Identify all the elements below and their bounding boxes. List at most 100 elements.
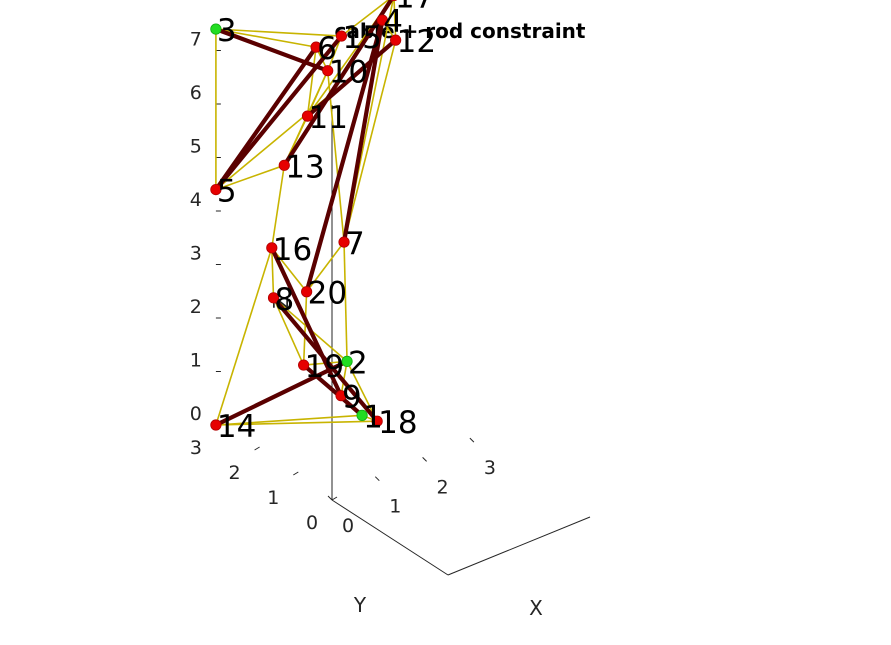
cable-line xyxy=(343,39,397,243)
node-marker xyxy=(310,41,322,53)
node-marker xyxy=(376,14,388,26)
node-label: 8 xyxy=(275,282,295,318)
node-marker xyxy=(266,242,278,254)
y-tick-label: 1 xyxy=(267,487,279,509)
z-tick-label: 0 xyxy=(190,403,202,425)
cable-line xyxy=(271,247,308,293)
node-label: 14 xyxy=(217,409,256,445)
node-label: 1 xyxy=(363,399,383,435)
node-marker xyxy=(267,292,280,304)
y-tick-mark xyxy=(254,446,260,451)
rod-line xyxy=(213,359,350,428)
cable-line xyxy=(306,47,317,117)
z-tick-label: 1 xyxy=(190,350,202,372)
node-marker xyxy=(210,184,222,196)
rod-line xyxy=(271,295,380,424)
x-tick-mark xyxy=(422,457,427,462)
z-tick-label: 4 xyxy=(190,189,202,211)
node-label: 12 xyxy=(397,24,436,60)
cable-line xyxy=(343,242,348,362)
node-label: 6 xyxy=(317,31,337,67)
fixed-node-marker xyxy=(210,23,222,35)
cable-line xyxy=(215,247,273,426)
rod-line xyxy=(282,0,394,168)
rod-line xyxy=(304,18,385,294)
rod-line xyxy=(341,18,385,245)
x-tick-mark xyxy=(469,437,475,443)
cable-line xyxy=(302,291,308,366)
x-tick-label: 1 xyxy=(389,496,401,518)
node-marker xyxy=(278,159,290,171)
node-label: 7 xyxy=(345,226,365,262)
x-tick-mark xyxy=(327,495,333,501)
node-label: 4 xyxy=(383,4,403,40)
node-marker xyxy=(298,359,310,371)
y-tick-label: 3 xyxy=(190,437,202,459)
node-marker xyxy=(335,30,348,42)
node-label: 3 xyxy=(217,13,237,49)
cable-line xyxy=(305,241,345,293)
node-marker xyxy=(210,419,222,431)
cable-line xyxy=(393,0,397,41)
node-marker xyxy=(322,65,334,77)
nodes xyxy=(210,0,402,431)
x-tick-label: 2 xyxy=(437,476,449,498)
rod-line xyxy=(213,27,330,73)
node-marker xyxy=(335,390,347,402)
node-label: 13 xyxy=(285,149,324,185)
x-axis-line xyxy=(447,516,591,576)
rod-line xyxy=(213,45,319,192)
x-axis-label: X xyxy=(529,596,543,620)
y-axis-line xyxy=(331,499,449,576)
cable-line xyxy=(340,0,390,37)
node-label: 20 xyxy=(308,276,347,312)
cable-line xyxy=(272,297,305,366)
x-tick-label: 0 xyxy=(342,515,354,537)
node-marker xyxy=(338,236,350,248)
z-tick-label: 5 xyxy=(190,136,202,158)
x-tick-label: 3 xyxy=(484,457,496,479)
node-label: 15 xyxy=(342,20,381,56)
z-tick-label: 2 xyxy=(190,296,202,318)
node-marker xyxy=(390,34,402,46)
y-axis-label: Y xyxy=(353,593,367,617)
rod-line xyxy=(213,33,344,192)
cable-line xyxy=(215,28,342,37)
z-tick-label: 6 xyxy=(190,82,202,104)
rod-members xyxy=(213,0,398,428)
cable-line xyxy=(215,164,285,191)
axes xyxy=(331,105,591,576)
node-marker xyxy=(390,0,398,2)
node-label: 19 xyxy=(305,349,344,385)
node-label: 5 xyxy=(217,174,237,210)
node-label: 11 xyxy=(308,100,347,136)
cable-line xyxy=(271,165,286,248)
fixed-node-marker xyxy=(341,355,353,367)
y-tick-label: 2 xyxy=(229,462,241,484)
cable-line xyxy=(271,247,275,298)
node-labels: 1234567891011121314151617181920 xyxy=(217,0,436,445)
node-marker xyxy=(301,286,313,298)
node-label: 9 xyxy=(342,380,362,416)
node-label: 17 xyxy=(395,0,434,16)
node-label: 16 xyxy=(273,232,312,268)
cable-line xyxy=(326,70,345,243)
cable-line xyxy=(215,420,378,426)
x-tick-mark xyxy=(374,476,380,482)
rod-line xyxy=(301,362,365,418)
y-tick-mark xyxy=(331,496,338,501)
node-marker xyxy=(371,415,383,427)
node-label: 10 xyxy=(329,55,368,91)
node-label: 2 xyxy=(348,345,368,381)
node-marker xyxy=(301,110,314,122)
y-tick-mark xyxy=(293,471,299,476)
y-tick-label: 0 xyxy=(306,512,318,534)
node-label: 18 xyxy=(378,405,417,441)
fixed-node-marker xyxy=(356,409,368,421)
z-tick-label: 7 xyxy=(190,29,202,51)
z-tick-label: 3 xyxy=(190,243,202,265)
cable-line xyxy=(215,414,363,426)
cable-members xyxy=(215,0,397,426)
cable-line xyxy=(215,28,317,48)
